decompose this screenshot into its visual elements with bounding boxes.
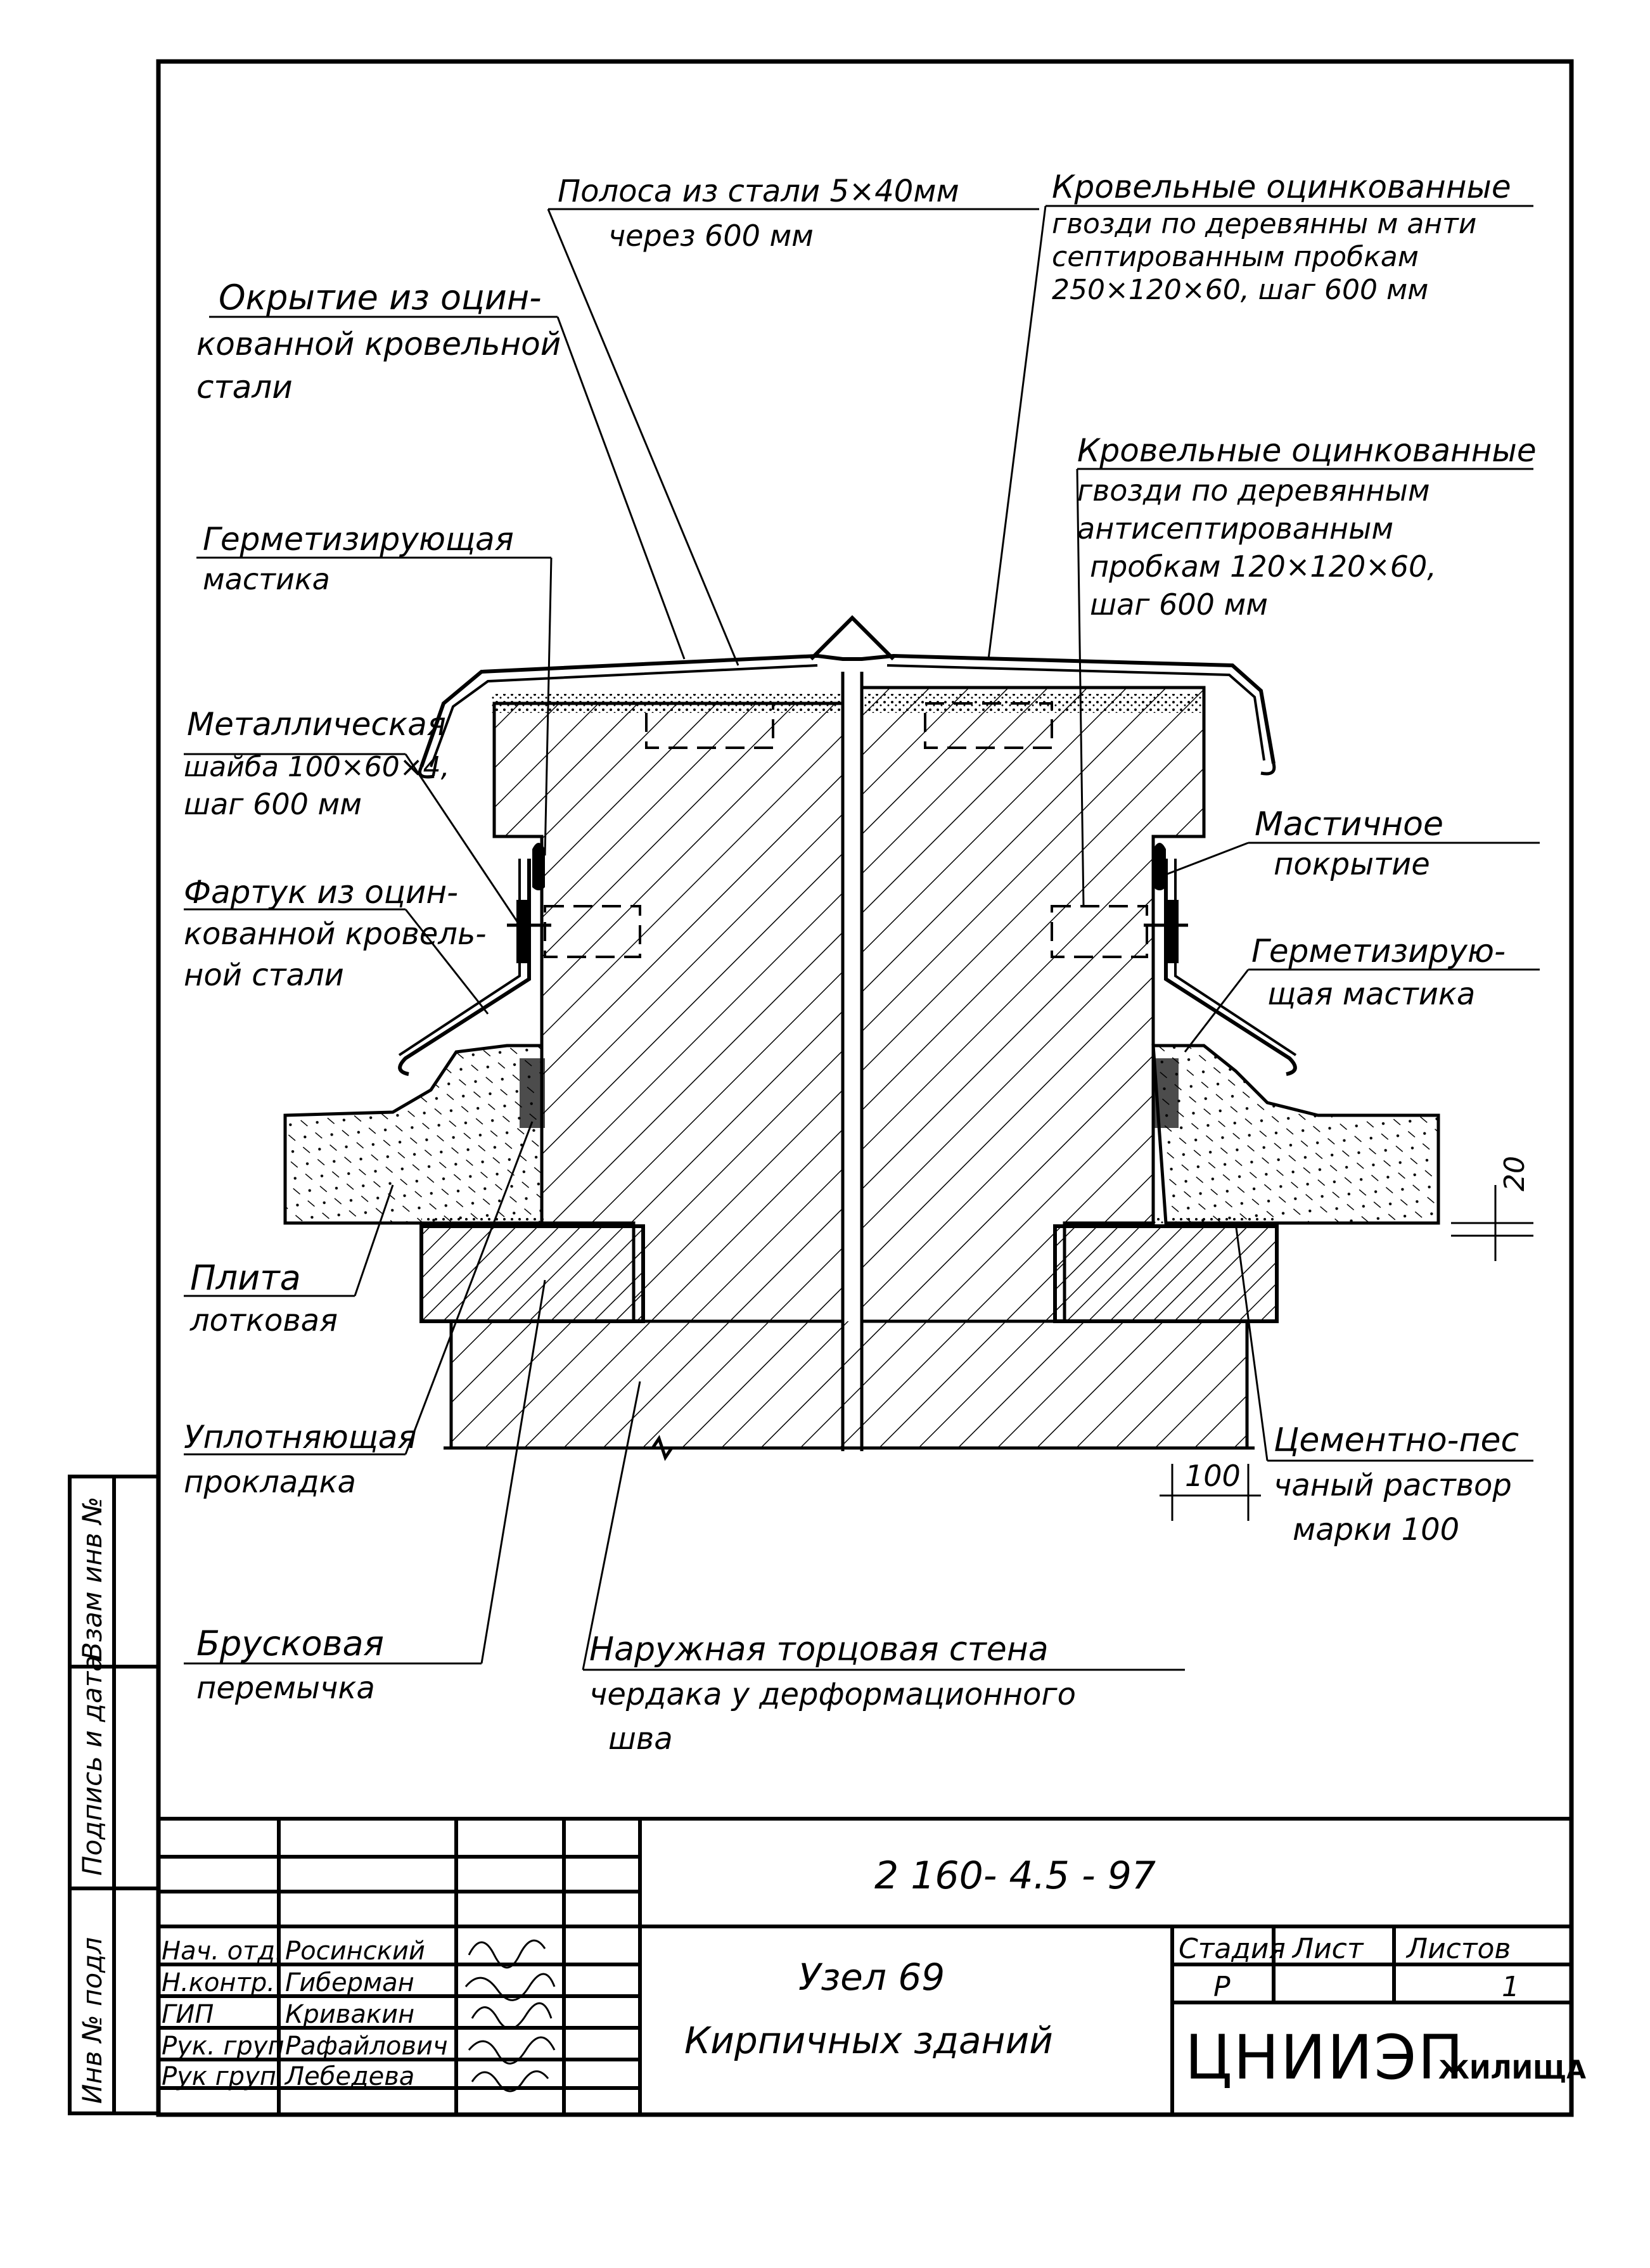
label-lintel-line2: перемычка [196, 1670, 375, 1706]
label-nails-mid-line5: шаг 600 мм [1090, 587, 1268, 622]
side-stamp [68, 1475, 160, 2115]
label-nails-top-line4: 250×120×60, шаг 600 мм [1052, 274, 1428, 306]
sheets-header: Листов [1405, 1933, 1511, 1965]
staff-role: Рук. груп [162, 2032, 285, 2061]
wall-lower [449, 1321, 1249, 1450]
label-nails-top-line2: гвозди по деревянны м анти [1052, 208, 1476, 240]
stamp-inv-podl: Инв № подл [77, 1937, 108, 2104]
label-apron-line3: ной стали [184, 958, 344, 993]
label-washer-line3: шаг 600 мм [184, 787, 362, 821]
label-mortar-line3: марки 100 [1293, 1512, 1459, 1547]
title-line2: Кирпичных зданий [684, 2019, 1053, 2062]
wall-section [444, 672, 1255, 1461]
cap-right [862, 694, 1204, 713]
label-wall-line2: чердака у дерформационного [589, 1677, 1076, 1712]
apron-right [1164, 859, 1297, 1076]
cap-left [491, 694, 843, 713]
dimension-20-label: 20 [1499, 1156, 1531, 1191]
label-slab-line1: Плита [190, 1258, 301, 1298]
label-nails-top-line3: септированным пробкам [1052, 241, 1419, 273]
cover-sheet [419, 653, 1276, 767]
label-strip-line2: через 600 мм [608, 219, 814, 253]
staff-role: Нач. отд. [162, 1937, 283, 1966]
label-covering-line2: кованной кровельной [196, 326, 561, 362]
stamp-podpis: Подпись и дата [77, 1655, 108, 1876]
label-slab-line2: лотковая [189, 1303, 338, 1338]
staff-name: Росинский [285, 1937, 425, 1966]
sheets-value: 1 [1502, 1971, 1519, 2003]
label-mastic-cover-line2: покрытие [1274, 847, 1430, 882]
doc-code: 2 160- 4.5 - 97 [874, 1854, 1156, 1898]
slab-left [283, 1044, 544, 1225]
staff-name: Кривакин [285, 2000, 414, 2029]
title-block [158, 1817, 1571, 2113]
label-gasket-line1: Уплотняющая [184, 1419, 417, 1456]
label-lintel-line1: Брусковая [196, 1624, 384, 1663]
sheet-frame [156, 59, 1574, 2117]
label-wall-line3: шва [608, 1721, 673, 1757]
label-nails-mid-line4: пробкам 120×120×60, [1090, 549, 1436, 584]
stamp-vzam: Взам инв № [77, 1497, 108, 1660]
label-washer-line1: Металлическая [187, 706, 446, 743]
dimension-20 [1451, 1185, 1533, 1261]
label-nails-mid-line1: Кровельные оцинкованные [1077, 432, 1537, 469]
wooden-plugs [544, 702, 1148, 958]
staff-name: Гиберман [285, 1968, 414, 1997]
label-covering-line3: стали [196, 369, 293, 406]
label-nails-top-line1: Кровельные оцинкованные [1052, 169, 1511, 205]
lintel-right [1053, 1224, 1279, 1323]
ridge-cap [809, 615, 895, 661]
staff-name: Лебедева [284, 2062, 414, 2091]
label-apron-line2: кованной кровель- [184, 916, 487, 952]
slab-right [1151, 1044, 1440, 1225]
stage-header: Стадия [1179, 1933, 1286, 1965]
org-main: ЦНИИЭП [1185, 2022, 1465, 2093]
org-sub: ЖИЛИЩА [1438, 2056, 1586, 2085]
label-apron-line1: Фартук из оцин- [184, 874, 458, 911]
label-sealing-right-line1: Герметизирую- [1251, 933, 1506, 970]
label-nails-mid-line3: антисептированным [1077, 511, 1393, 546]
signatures [464, 1939, 556, 2092]
label-sealing-left-line2: мастика [203, 562, 330, 596]
gasket-right [1153, 1058, 1179, 1128]
label-strip-line1: Полоса из стали 5×40мм [558, 174, 959, 209]
label-covering-line1: Окрытие из оцин- [219, 278, 542, 317]
label-mortar-line1: Цементно-пес [1274, 1421, 1519, 1459]
staff-role: Рук груп [162, 2062, 276, 2091]
washers [507, 900, 1188, 963]
leader-lines [184, 205, 1540, 1671]
label-washer-line2: шайба 100×60×4, [184, 751, 450, 783]
label-gasket-line2: прокладка [184, 1464, 356, 1500]
sheet-header: Лист [1291, 1933, 1364, 1965]
staff-name: Рафайлович [285, 2032, 448, 2061]
label-sealing-left-line1: Герметизирующая [203, 521, 514, 558]
label-nails-mid-line2: гвозди по деревянным [1077, 473, 1430, 508]
gasket-left [520, 1058, 545, 1128]
label-sealing-right-line2: щая мастика [1267, 977, 1475, 1012]
dimension-100 [1160, 1464, 1261, 1521]
staff-role: ГИП [162, 2000, 214, 2029]
label-mortar-line2: чаный раствор [1274, 1468, 1512, 1503]
apron-left [398, 859, 531, 1076]
stage-value: Р [1213, 1971, 1231, 2003]
staff-role: Н.контр. [162, 1968, 275, 1997]
label-wall-line1: Наружная торцовая стена [589, 1631, 1049, 1669]
dimension-100-label: 100 [1185, 1459, 1241, 1493]
title-line1: Узел 69 [798, 1956, 945, 1999]
label-mastic-cover-line1: Мастичное [1255, 805, 1443, 843]
lintel-left [419, 1224, 645, 1323]
